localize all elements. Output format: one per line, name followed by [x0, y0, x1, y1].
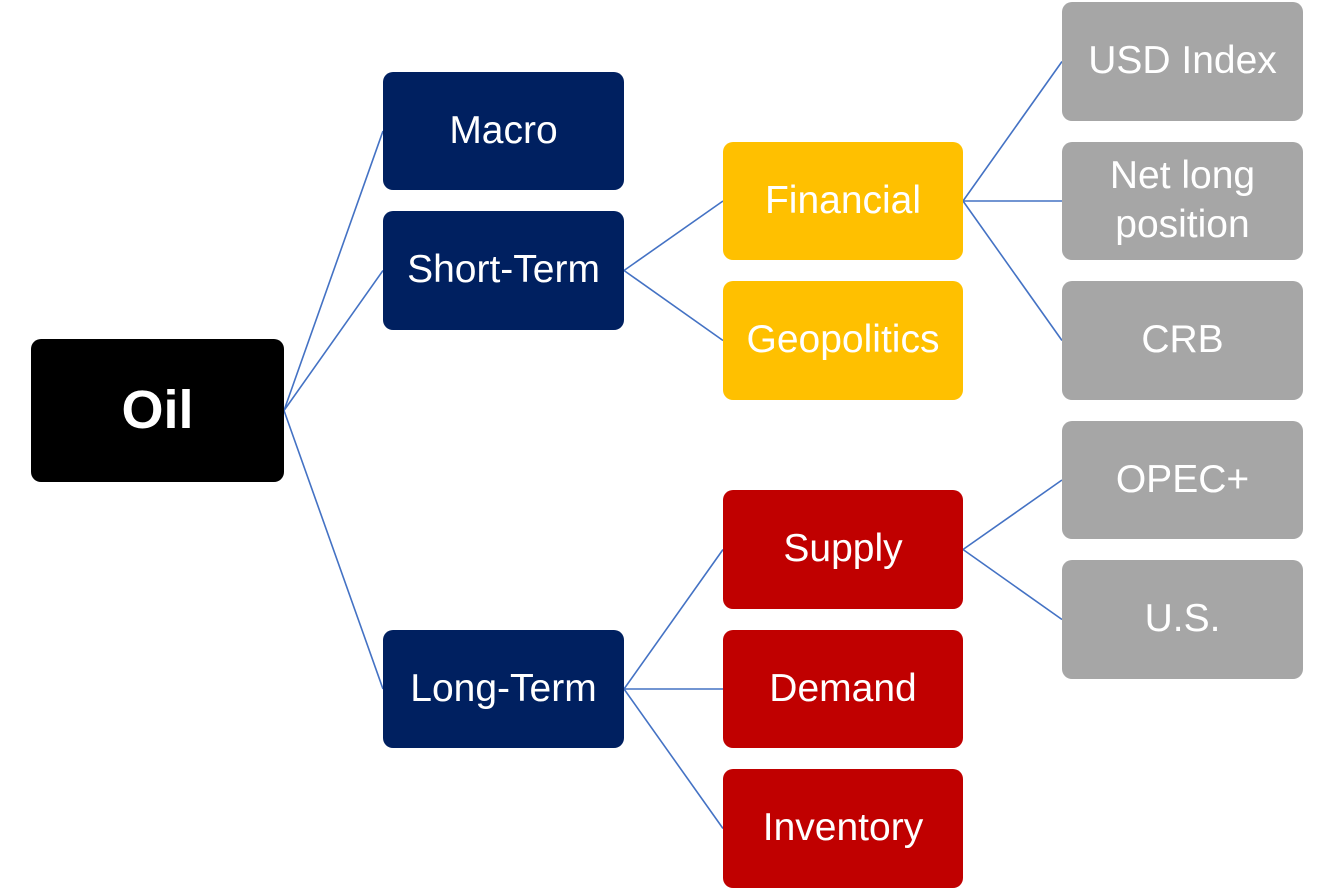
node-macro-label: Macro	[449, 108, 558, 152]
node-long-term: Long-Term	[383, 630, 624, 748]
connector-financial-to-usd_index	[962, 61, 1063, 202]
node-short-term-label: Short-Term	[407, 248, 600, 292]
node-opec-plus-label: OPEC+	[1115, 457, 1250, 501]
connector-long_term-to-supply	[623, 549, 724, 690]
node-inventory: Inventory	[723, 769, 963, 888]
connector-long_term-to-inventory	[623, 688, 724, 829]
node-long-term-label: Long-Term	[410, 666, 597, 710]
connector-short_term-to-financial	[623, 200, 724, 272]
node-us-label: U.S.	[1144, 597, 1221, 641]
connector-oil-to-macro	[283, 130, 384, 411]
node-supply-label: Supply	[783, 527, 903, 571]
node-geopolitics-label: Geopolitics	[746, 318, 940, 362]
node-oil-label: Oil	[121, 379, 194, 440]
connector-short_term-to-geopolitics	[623, 269, 724, 342]
node-net-long-position-label: Net long position	[1109, 154, 1256, 246]
connector-supply-to-us	[962, 548, 1063, 621]
node-financial-label: Financial	[764, 178, 922, 222]
node-crb-label: CRB	[1141, 318, 1224, 362]
node-opec-plus: OPEC+	[1062, 421, 1303, 539]
node-geopolitics: Geopolitics	[723, 281, 963, 400]
node-macro: Macro	[383, 72, 624, 190]
node-us: U.S.	[1062, 560, 1303, 679]
node-inventory-label: Inventory	[762, 806, 924, 850]
connector-supply-to-opec_plus	[962, 479, 1063, 551]
connector-financial-to-crb	[962, 200, 1063, 341]
node-supply: Supply	[723, 490, 963, 609]
node-usd-index: USD Index	[1062, 2, 1303, 121]
node-demand: Demand	[723, 630, 963, 748]
node-oil: Oil	[31, 339, 284, 482]
connector-oil-to-long_term	[283, 410, 384, 690]
node-short-term: Short-Term	[383, 211, 624, 330]
node-usd-index-label: USD Index	[1088, 39, 1277, 83]
node-financial: Financial	[723, 142, 963, 260]
connector-oil-to-short_term	[283, 270, 384, 411]
node-crb: CRB	[1062, 281, 1303, 400]
node-net-long-position: Net long position	[1062, 142, 1303, 260]
node-demand-label: Demand	[769, 666, 917, 710]
